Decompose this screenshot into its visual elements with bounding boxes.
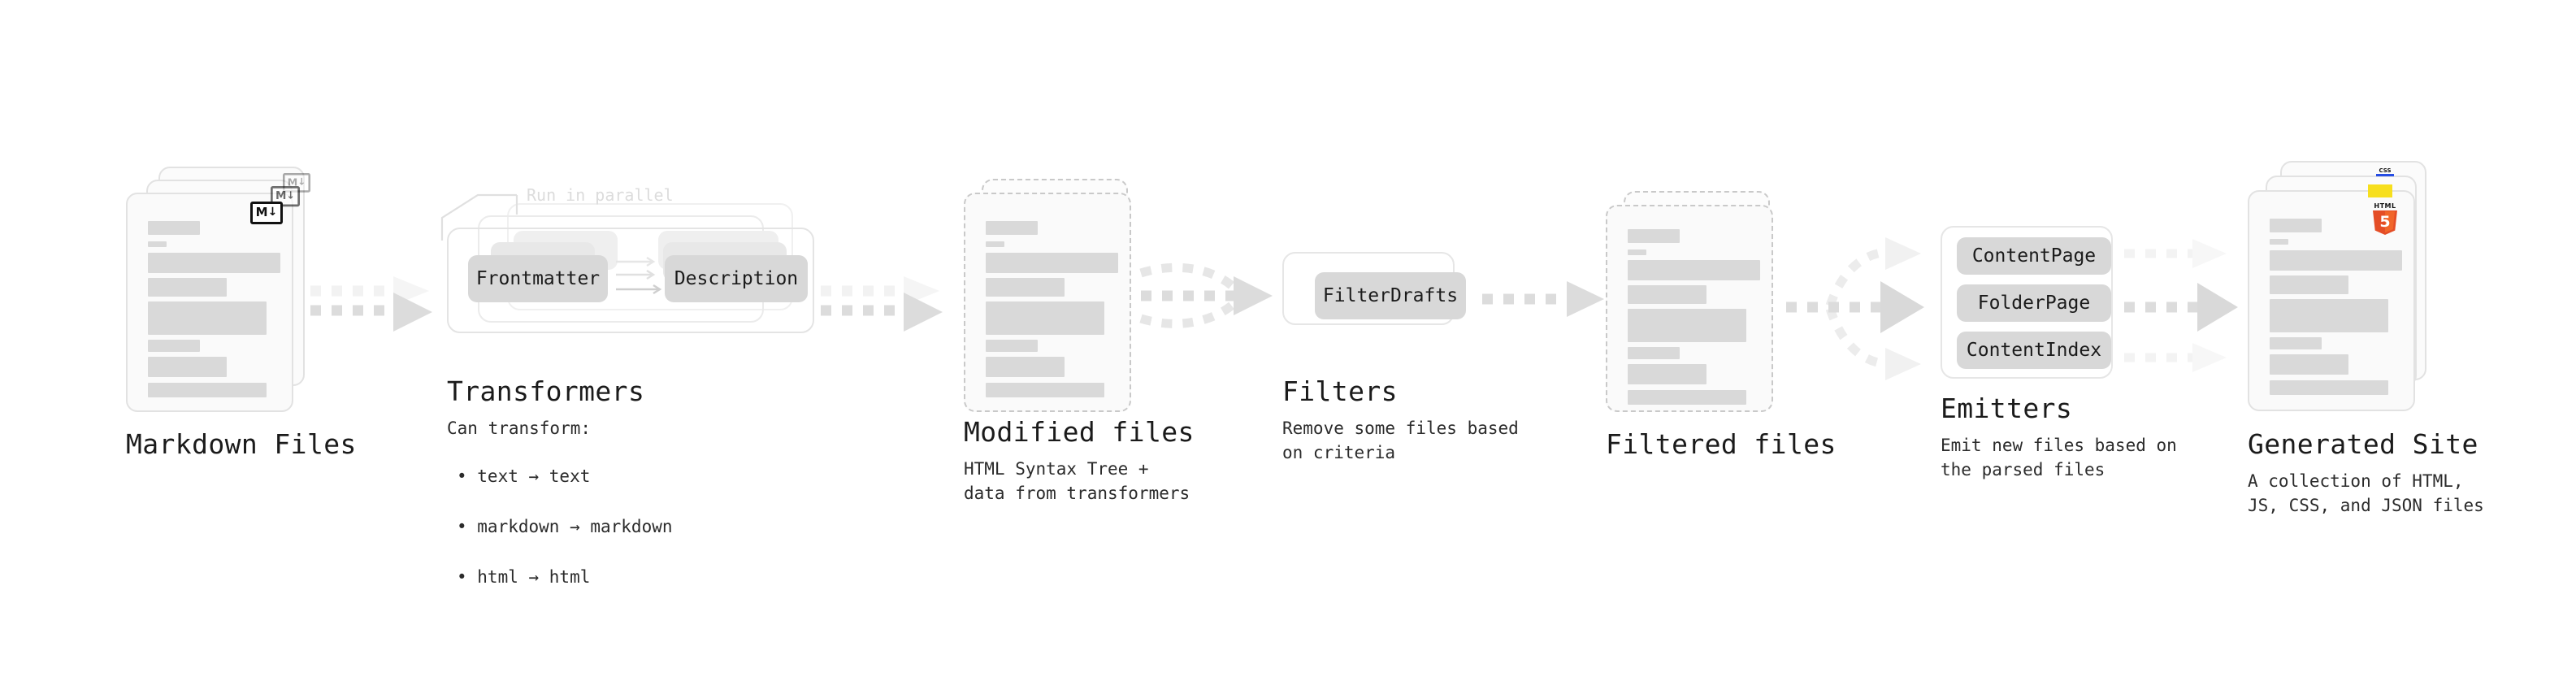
transformer-chip-frontmatter[interactable]: Frontmatter [468, 255, 608, 302]
transformers-group: Frontmatter Description [440, 193, 827, 366]
markdown-icon-letter-3: M [255, 204, 268, 219]
arrow-transformers-to-modified [819, 268, 949, 341]
modified-files-stack [964, 179, 1151, 414]
transformers-title: Transformers [447, 375, 645, 407]
markdown-icon: M↓ [250, 202, 283, 224]
site-file-card-front [2248, 190, 2415, 411]
html5-icon-shield-inner [2385, 211, 2395, 233]
transformer-chip-description[interactable]: Description [665, 255, 808, 302]
generated-site-stack: CSS HTML 5 [2248, 161, 2451, 421]
transformers-bullets: • text → text • markdown → markdown • ht… [457, 439, 673, 616]
emitter-chip-folderpage[interactable]: FolderPage [1957, 284, 2111, 322]
filters-title: Filters [1282, 375, 1398, 407]
css-icon: CSS [2376, 168, 2394, 176]
markdown-icon-letter: M [287, 175, 298, 189]
transformers-desc: Can transform: [447, 419, 592, 438]
modified-files-desc: HTML Syntax Tree + data from transformer… [964, 459, 1190, 504]
markdown-files-title: Markdown Files [126, 428, 357, 460]
filtered-files-stack [1606, 191, 1793, 427]
transformer-chip-frontmatter-label: Frontmatter [475, 268, 601, 289]
markdown-icon-arrow-2: ↓ [286, 189, 295, 202]
modified-file-card-front [964, 193, 1131, 412]
arrow-filters-to-filtered [1481, 278, 1611, 319]
emitter-chip-contentpage[interactable]: ContentPage [1957, 237, 2111, 275]
markdown-files-stack: M↓ M↓ M↓ [126, 167, 313, 419]
generated-site-desc: A collection of HTML, JS, CSS, and JSON … [2248, 471, 2484, 516]
markdown-icon-arrow-3: ↓ [267, 206, 278, 219]
css-icon-bar [2376, 174, 2394, 176]
transformers-bullet-0: • text → text [457, 466, 591, 487]
emitter-chip-contentindex-label: ContentIndex [1966, 340, 2102, 361]
emitters-title: Emitters [1941, 393, 2073, 424]
transformers-box-front [447, 228, 814, 333]
arrow-markdown-to-transformers [309, 268, 439, 341]
emitters-box [1941, 226, 2113, 379]
html5-icon-label: HTML [2374, 202, 2396, 210]
html5-icon-digit: 5 [2379, 213, 2391, 231]
transformers-bullet-1: • markdown → markdown [457, 517, 673, 537]
emitter-chip-contentpage-label: ContentPage [1971, 245, 2097, 267]
markdown-icon-arrow: ↓ [297, 176, 306, 188]
arrow-emitters-to-site [2123, 234, 2269, 380]
generated-site-title: Generated Site [2248, 428, 2478, 460]
run-in-parallel-bracket [440, 193, 518, 241]
filter-chip-filterdrafts-label: FilterDrafts [1322, 285, 1459, 306]
emitter-chip-contentindex[interactable]: ContentIndex [1957, 332, 2111, 369]
run-in-parallel-label: Run in parallel [527, 185, 674, 205]
transformer-chip-description-label: Description [674, 268, 799, 289]
js-icon [2368, 184, 2392, 197]
emitters-desc: Emit new files based on the parsed files [1941, 436, 2177, 480]
filtered-file-card-front [1606, 205, 1773, 412]
frontmatter-to-description-arrows [616, 256, 662, 295]
arrow-filtered-to-emitters [1785, 234, 1939, 380]
arrow-modified-to-filters [1138, 244, 1292, 349]
modified-files-title: Modified files [964, 416, 1195, 448]
emitter-chip-folderpage-label: FolderPage [1977, 293, 2091, 314]
css-icon-label: CSS [2379, 167, 2392, 174]
filter-chip-filterdrafts[interactable]: FilterDrafts [1315, 272, 1466, 319]
filters-desc: Remove some files based on criteria [1282, 419, 1519, 463]
markdown-file-card-front [126, 193, 293, 412]
markdown-icon-letter-2: M [275, 189, 287, 202]
filtered-files-title: Filtered files [1606, 428, 1837, 460]
html5-icon: HTML 5 [2371, 202, 2399, 235]
transformers-bullet-2: • html → html [457, 567, 591, 588]
